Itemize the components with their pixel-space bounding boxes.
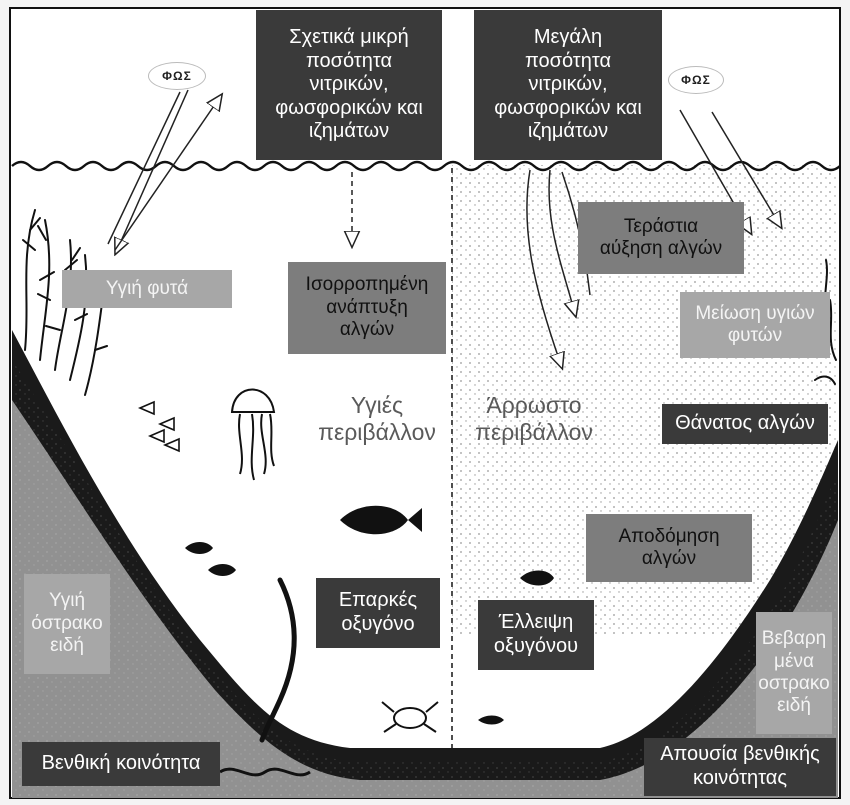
- enough-oxygen-box: Επαρκές οξυγόνο: [316, 578, 440, 648]
- light-label-right: ΦΩΣ: [668, 66, 724, 94]
- light-label-left: ΦΩΣ: [148, 62, 206, 90]
- no-benthic-community-box: Απουσία βενθικής κοινότητας: [644, 738, 836, 796]
- healthy-environment-label: Υγιές περιβάλλον: [312, 384, 442, 454]
- high-nutrients-box: Μεγάλη ποσότητα νιτρικών, φωσφορικών και…: [474, 10, 662, 160]
- healthy-shellfish-box: Υγιή όστρακο ειδή: [24, 574, 110, 674]
- oxygen-lack-box: Έλλειψη οξυγόνου: [478, 600, 594, 670]
- algae-death-box: Θάνατος αλγών: [662, 404, 828, 444]
- healthy-plants-box: Υγιή φυτά: [62, 270, 232, 308]
- benthic-community-box: Βενθική κοινότητα: [22, 742, 220, 786]
- balanced-algae-box: Ισορροπημένη ανάπτυξη αλγών: [288, 262, 446, 354]
- burdened-shellfish-box: Βεβαρη μένα οστρακο ειδή: [756, 612, 832, 734]
- plant-decline-box: Μείωση υγιών φυτών: [680, 292, 830, 358]
- algae-decomposition-box: Αποδόμηση αλγών: [586, 514, 752, 582]
- sick-environment-label: Άρρωστο περιβάλλον: [464, 384, 604, 454]
- low-nutrients-box: Σχετικά μικρή ποσότητα νιτρικών, φωσφορι…: [256, 10, 442, 160]
- algae-bloom-box: Τεράστια αύξηση αλγών: [578, 202, 744, 274]
